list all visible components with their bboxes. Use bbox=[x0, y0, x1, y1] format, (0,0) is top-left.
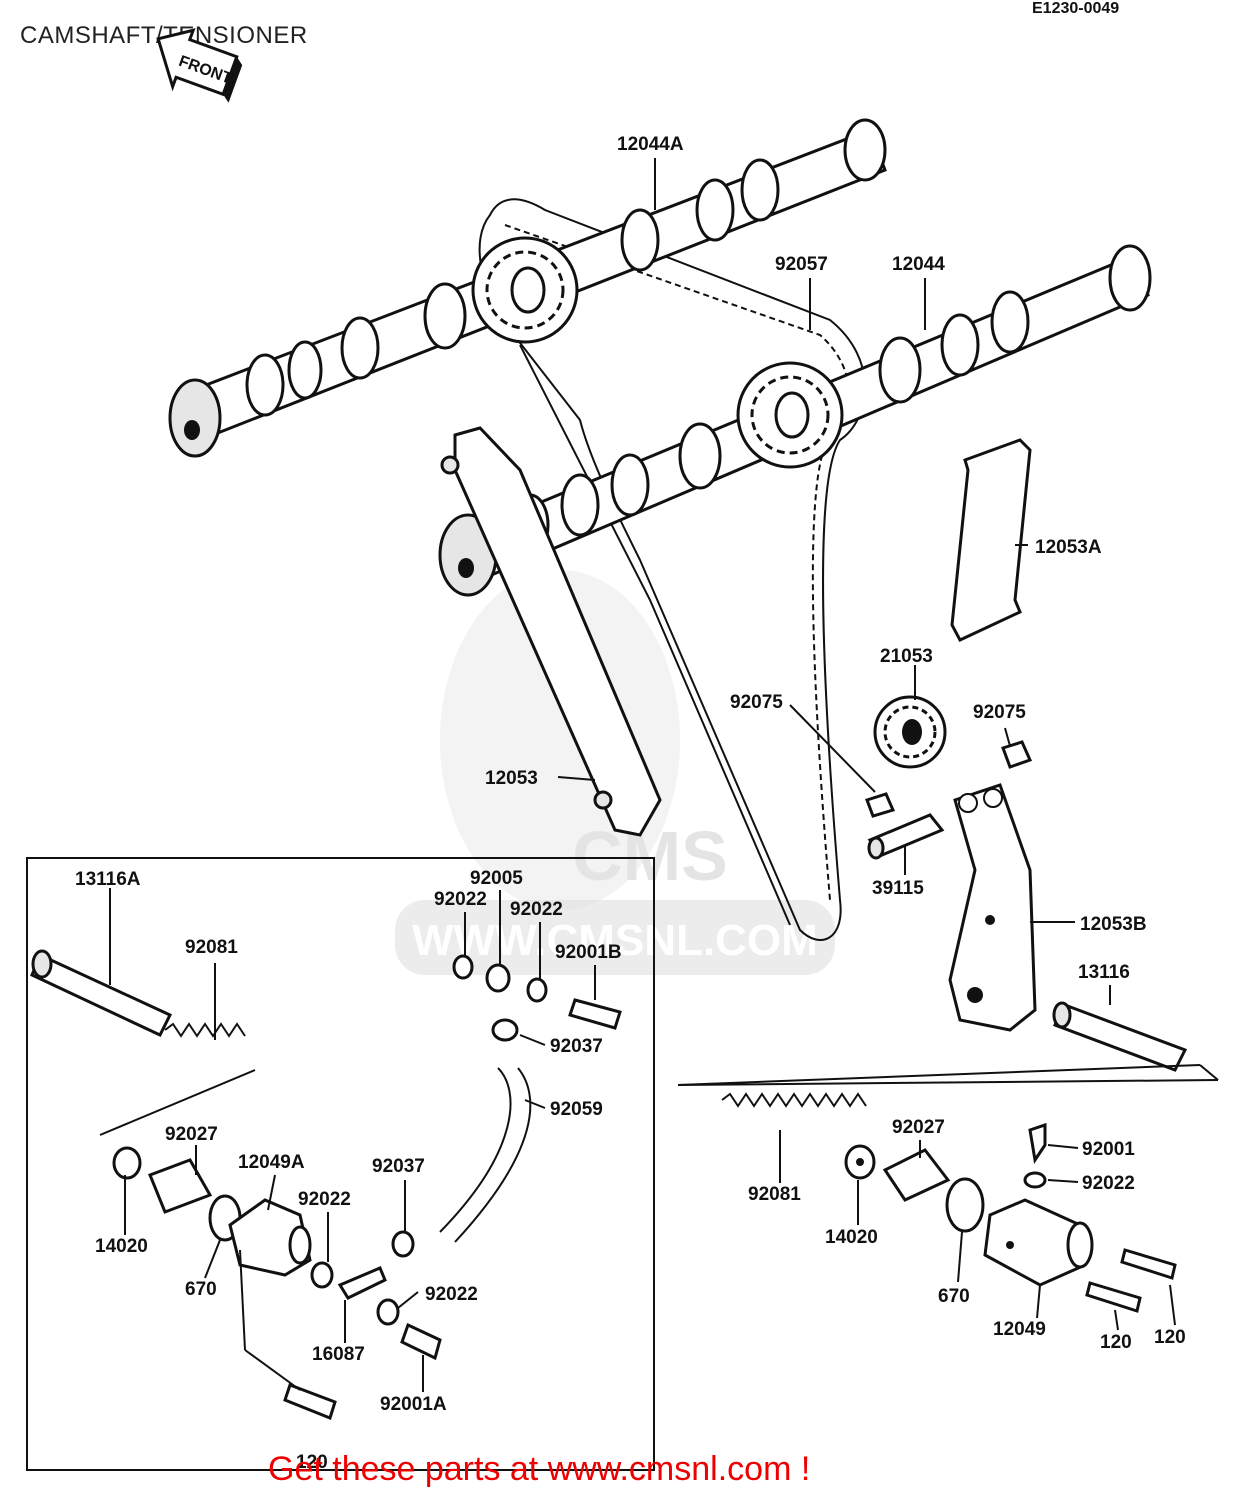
part-labels: 12044A 92057 12044 12053A 21053 92075 92… bbox=[75, 134, 1186, 1473]
part-label-92081-right: 92081 bbox=[748, 1184, 801, 1205]
part-label-12053: 12053 bbox=[485, 768, 538, 789]
part-label-12053B: 12053B bbox=[1080, 914, 1147, 935]
drawing-code: E1230-0049 bbox=[1032, 0, 1120, 17]
part-label-92075-right: 92075 bbox=[973, 702, 1026, 723]
part-label-92022-top-left: 92022 bbox=[434, 889, 487, 910]
tensioner-arm-12053B bbox=[948, 783, 1037, 1032]
front-arrow-icon: FRONT bbox=[156, 28, 243, 103]
part-label-39115: 39115 bbox=[872, 878, 924, 899]
part-label-92075-left: 92075 bbox=[730, 692, 783, 713]
idler-sprocket-21053 bbox=[873, 695, 947, 769]
part-label-92001A: 92001A bbox=[380, 1394, 447, 1415]
part-label-92022-top-right: 92022 bbox=[510, 899, 563, 920]
part-label-21053: 21053 bbox=[880, 646, 933, 667]
part-label-92022-lower: 92022 bbox=[425, 1284, 478, 1305]
chain-guide-12053 bbox=[440, 426, 662, 837]
part-label-12049: 12049 bbox=[993, 1319, 1046, 1340]
part-label-14020-right: 14020 bbox=[825, 1227, 878, 1248]
pin-13116 bbox=[1052, 1001, 1188, 1072]
part-label-92081-left: 92081 bbox=[185, 937, 238, 958]
shaft-39115 bbox=[867, 813, 945, 860]
part-label-13116A: 13116A bbox=[75, 869, 141, 890]
part-label-92027-left: 92027 bbox=[165, 1124, 218, 1145]
leader-lines bbox=[109, 158, 1176, 1392]
part-label-92022-mid: 92022 bbox=[298, 1189, 351, 1210]
part-label-92027-right: 92027 bbox=[892, 1117, 945, 1138]
part-label-92057: 92057 bbox=[775, 254, 828, 275]
watermark-logo: CMS bbox=[572, 817, 728, 895]
part-label-13116: 13116 bbox=[1078, 962, 1130, 983]
part-label-14020-left: 14020 bbox=[95, 1236, 148, 1257]
tensioner-group-right bbox=[677, 1064, 1219, 1313]
part-label-12049A: 12049A bbox=[238, 1152, 305, 1173]
part-label-120-right-b: 120 bbox=[1154, 1327, 1186, 1348]
part-label-12044A: 12044A bbox=[617, 134, 684, 155]
damper-92075-left bbox=[865, 792, 896, 818]
tensioner-group-left bbox=[30, 949, 622, 1420]
watermark-url: WWW.CMSNL.COM bbox=[412, 916, 818, 965]
part-label-92005: 92005 bbox=[470, 868, 523, 889]
damper-92075-right bbox=[1001, 740, 1033, 769]
cam-sprocket-lower bbox=[736, 361, 844, 469]
part-label-92001B: 92001B bbox=[555, 942, 622, 963]
part-label-92022-right: 92022 bbox=[1082, 1173, 1135, 1194]
part-label-12044: 12044 bbox=[892, 254, 945, 275]
chain-guide-12053A bbox=[950, 438, 1032, 642]
part-label-12053A: 12053A bbox=[1035, 537, 1102, 558]
cam-sprocket-upper bbox=[471, 236, 579, 344]
tensioner-group-box bbox=[26, 857, 655, 1471]
part-label-92037-bottom: 92037 bbox=[372, 1156, 425, 1177]
promo-link[interactable]: Get these parts at www.cmsnl.com ! bbox=[268, 1450, 811, 1488]
part-label-670-right: 670 bbox=[938, 1286, 970, 1307]
part-label-92001: 92001 bbox=[1082, 1139, 1135, 1160]
part-label-120-right-a: 120 bbox=[1100, 1332, 1132, 1353]
part-label-92037-top: 92037 bbox=[550, 1036, 603, 1057]
part-label-670-left: 670 bbox=[185, 1279, 217, 1300]
part-label-16087: 16087 bbox=[312, 1344, 365, 1365]
part-label-92059: 92059 bbox=[550, 1099, 603, 1120]
part-label-120-left: 120 bbox=[296, 1452, 328, 1473]
